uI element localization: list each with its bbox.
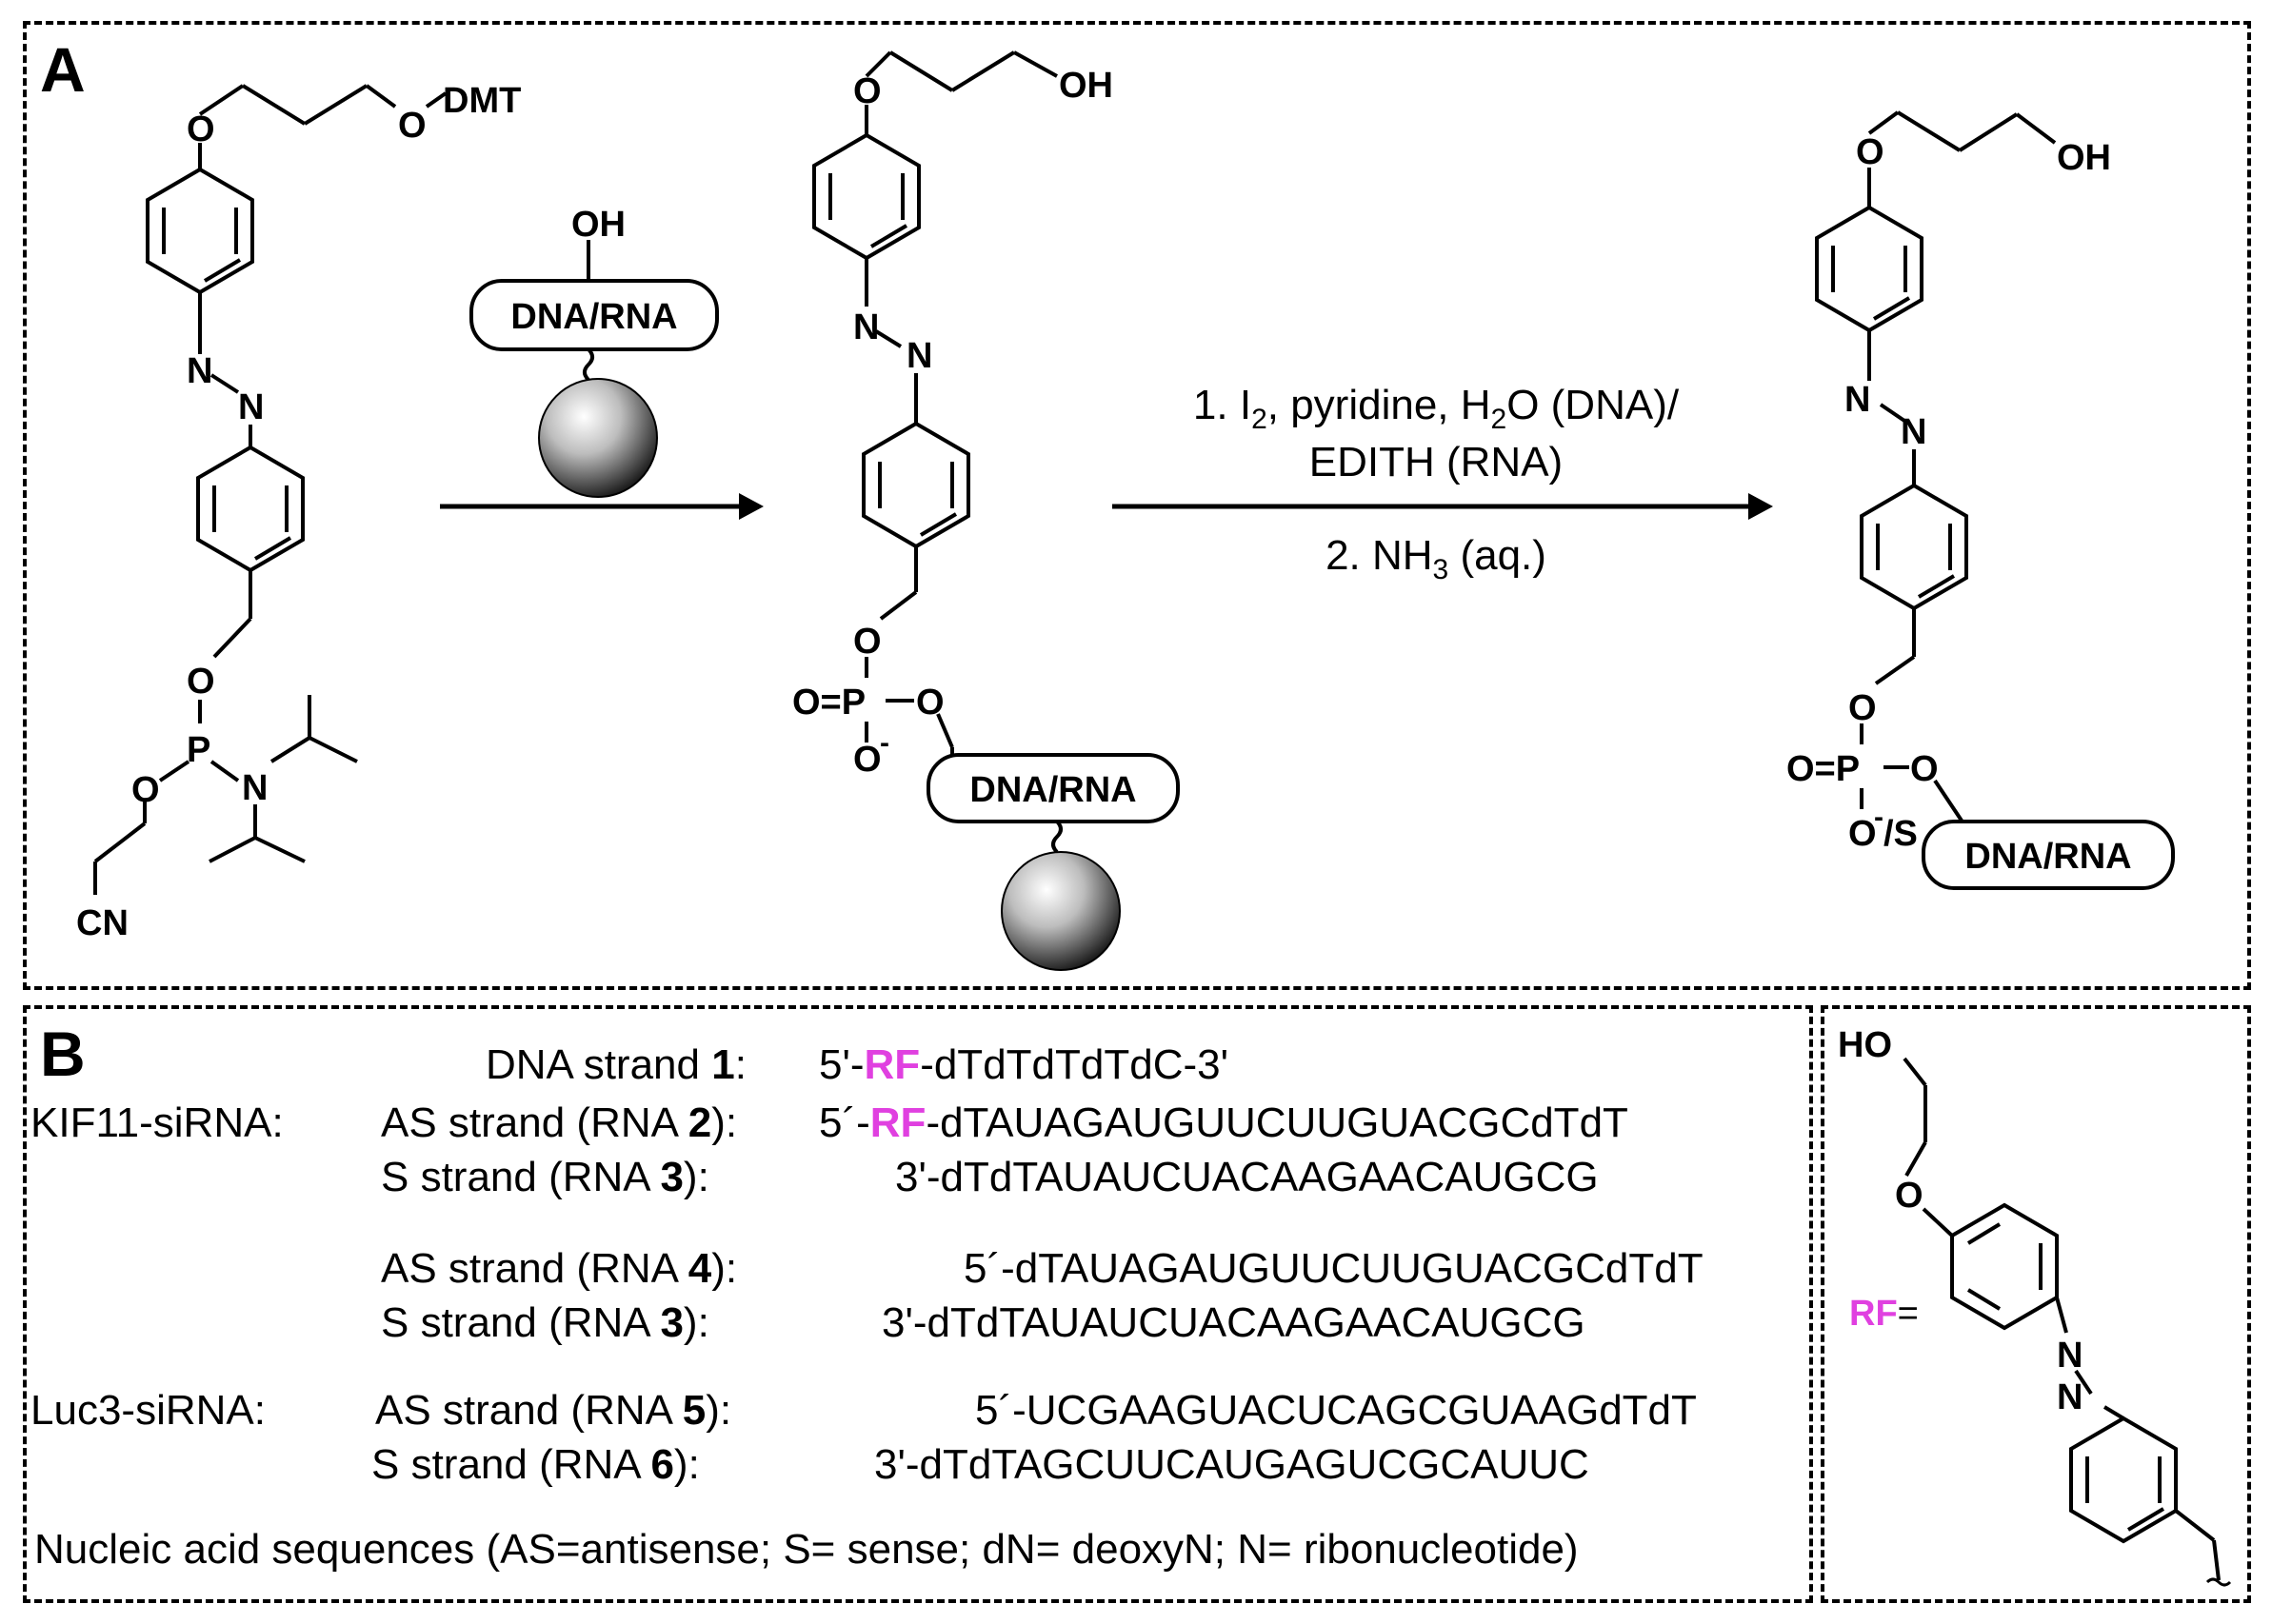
strand-name: AS strand (RNA 2): — [381, 1099, 738, 1146]
sequence: 5'-RF-dTdTdTdTdC-3' — [819, 1041, 1228, 1088]
thio-label: /S — [1883, 814, 1918, 854]
group-label: Luc3-siRNA: — [30, 1387, 266, 1434]
dna-rna-box-label: DNA/RNA — [969, 770, 1136, 810]
o-label: O — [1895, 1176, 1923, 1216]
o-label: O — [853, 740, 882, 780]
sequence: 3'-dTdTAUAUCUACAAGAACAUGCG — [882, 1299, 1585, 1346]
sequence: 3'-dTdTAUAUCUACAAGAACAUGCG — [895, 1154, 1599, 1200]
o-label: O — [916, 683, 945, 723]
sequence: 5´-RF-dTAUAGAUGUUCUUGUACGCdTdT — [819, 1099, 1628, 1146]
oh-label: OH — [1059, 66, 1113, 106]
n-label: N — [187, 351, 212, 391]
panel-a-frame — [23, 21, 2251, 990]
ho-label: HO — [1838, 1025, 1892, 1065]
rf-label: RF= — [1849, 1294, 1919, 1334]
panel-rf-frame — [1821, 1005, 2251, 1603]
phosphate-label: O=P — [792, 683, 866, 723]
minus-label: - — [880, 727, 889, 759]
o-label: O — [1848, 688, 1877, 728]
product-structure — [1815, 110, 2057, 822]
sequence: 3'-dTdTAGCUUCAUGAGUCGCAUUC — [874, 1441, 1589, 1488]
p-label: P — [187, 730, 210, 770]
o-label: O — [1848, 814, 1877, 854]
panel-a-label: A — [40, 34, 86, 105]
condition-step-1: 1. I2, pyridine, H2O (DNA)/ — [1193, 382, 1680, 435]
oh-label: OH — [2057, 138, 2111, 178]
strand-name: AS strand (RNA 4): — [381, 1245, 738, 1292]
o-label: O — [187, 662, 215, 702]
n-label: N — [1844, 380, 1870, 420]
condition-step-1-line-2: EDITH (RNA) — [1309, 439, 1563, 485]
o-label: O — [398, 106, 427, 146]
n-label: N — [2057, 1377, 2083, 1417]
o-label: O — [853, 71, 882, 111]
strand-name: AS strand (RNA 5): — [375, 1387, 732, 1434]
dna-rna-box-label: DNA/RNA — [1964, 837, 2131, 877]
o-label: O — [187, 109, 215, 149]
sequence: 5´-UCGAAGUACUCAGCGUAAGdTdT — [975, 1387, 1697, 1434]
strand-name: S strand (RNA 6): — [371, 1441, 700, 1488]
n-label: N — [907, 336, 932, 376]
n-label: N — [1901, 412, 1926, 452]
minus-label: - — [1874, 802, 1883, 833]
reaction-arrow — [1112, 493, 1773, 520]
o-label: O — [1910, 749, 1939, 789]
strand-name: S strand (RNA 3): — [381, 1299, 709, 1346]
condition-step-2: 2. NH3 (aq.) — [1325, 532, 1546, 585]
o-label: O — [131, 770, 160, 810]
n-label: N — [853, 307, 879, 347]
cn-label: CN — [76, 903, 129, 943]
group-label: KIF11-siRNA: — [30, 1099, 284, 1146]
dmt-label: DMT — [443, 81, 521, 121]
sequence: 5´-dTAUAGAUGUUCUUGUACGCdTdT — [964, 1245, 1704, 1292]
dna-rna-box-label: DNA/RNA — [510, 297, 677, 337]
panel-b-label: B — [40, 1019, 86, 1089]
support-bound-intermediate — [812, 50, 1058, 762]
rf-structure — [1903, 1057, 2232, 1587]
o-label: O — [853, 622, 882, 662]
n-label: N — [238, 387, 264, 427]
oh-label: OH — [571, 205, 626, 245]
n-label: N — [2057, 1336, 2083, 1376]
footnote: Nucleic acid sequences (AS=antisense; S=… — [34, 1526, 1579, 1573]
phosphate-label: O=P — [1786, 749, 1860, 789]
solid-support-reagent — [469, 240, 719, 498]
reaction-arrow — [440, 493, 764, 520]
phosphoramidite-structure — [93, 84, 448, 895]
product-oligo — [1922, 820, 2175, 890]
n-label: N — [242, 768, 268, 808]
o-label: O — [1856, 132, 1884, 172]
support-bound-oligo — [927, 753, 1180, 971]
panel-b-frame — [23, 1005, 1813, 1603]
strand-name: DNA strand 1: — [486, 1041, 747, 1088]
strand-name: S strand (RNA 3): — [381, 1154, 709, 1200]
